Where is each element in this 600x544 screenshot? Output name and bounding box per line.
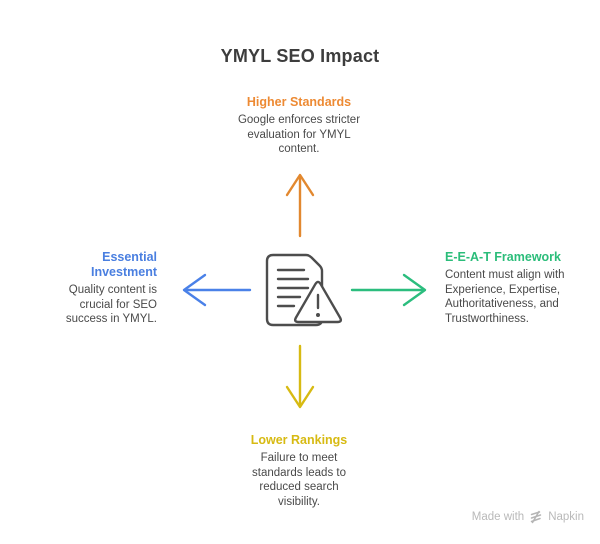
made-with-napkin-badge[interactable]: Made with Napkin bbox=[472, 510, 584, 524]
node-heading: Lower Rankings bbox=[250, 433, 348, 447]
node-heading: Essential Investment bbox=[91, 250, 157, 279]
made-with-label: Made with bbox=[471, 511, 525, 523]
left-arrow bbox=[182, 273, 252, 307]
node-body: Failure to meet standards leads to reduc… bbox=[252, 452, 346, 508]
up-arrow bbox=[285, 173, 315, 238]
napkin-logo-icon bbox=[530, 510, 542, 524]
node-heading: E-E-A-T Framework bbox=[445, 250, 561, 264]
right-arrow bbox=[350, 273, 427, 307]
node-higher-standards: Higher Standards Google enforces stricte… bbox=[234, 95, 364, 157]
page-title: YMYL SEO Impact bbox=[220, 46, 380, 66]
node-lower-rankings: Lower Rankings Failure to meet standards… bbox=[239, 433, 359, 509]
node-body: Google enforces stricter evaluation for … bbox=[237, 114, 361, 155]
down-arrow bbox=[285, 344, 315, 409]
node-eeat-framework: E-E-A-T Framework Content must align wit… bbox=[445, 250, 569, 326]
node-heading: Higher Standards bbox=[246, 95, 352, 109]
node-essential-investment: Essential Investment Quality content is … bbox=[37, 250, 157, 327]
brand-label: Napkin bbox=[548, 511, 584, 523]
node-body: Quality content is crucial for SEO succe… bbox=[65, 284, 157, 325]
document-warning-icon bbox=[265, 253, 343, 327]
node-body: Content must align with Experience, Expe… bbox=[445, 269, 565, 325]
